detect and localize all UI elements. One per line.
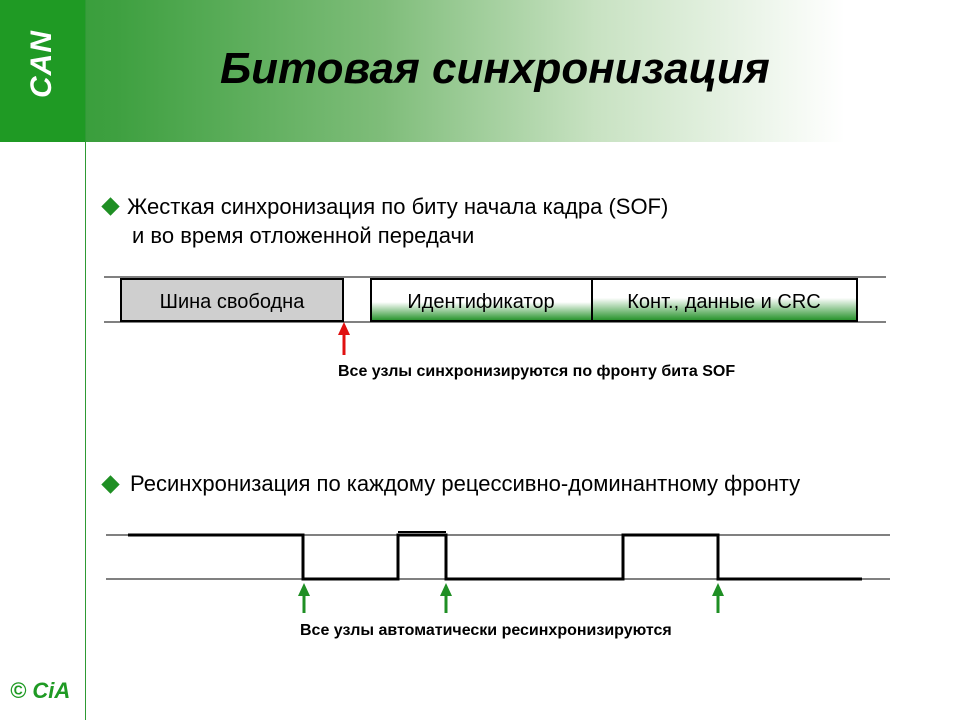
sof-arrow-head-icon [338, 322, 350, 335]
control-data-crc-label: Конт., данные и CRC [627, 291, 820, 313]
resync-caption: Все узлы автоматически ресинхронизируютс… [300, 622, 672, 639]
bus-free-label: Шина свободна [160, 291, 306, 313]
resync-arrow-1-head-icon [298, 583, 310, 596]
resync-arrow-2-head-icon [440, 583, 452, 596]
bullet1-line1: Жесткая синхронизация по биту начала кад… [127, 194, 669, 219]
bullet2-text: Ресинхронизация по каждому рецессивно-до… [130, 471, 801, 496]
slide-title: Битовая синхронизация [220, 44, 770, 93]
bit-waveform [128, 533, 862, 581]
header-band [0, 0, 960, 142]
cia-logo: © CiA [10, 678, 71, 703]
identifier-label: Идентификатор [407, 291, 554, 313]
bus-free-box [120, 278, 344, 322]
resync-arrow-3-head-icon [712, 583, 724, 596]
side-band [0, 0, 85, 142]
identifier-box [370, 278, 593, 322]
side-divider [85, 0, 86, 720]
sof-caption: Все узлы синхронизируются по фронту бита… [338, 363, 736, 380]
control-data-crc-box [591, 278, 858, 322]
bullet1-line2: и во время отложенной передачи [132, 223, 475, 248]
